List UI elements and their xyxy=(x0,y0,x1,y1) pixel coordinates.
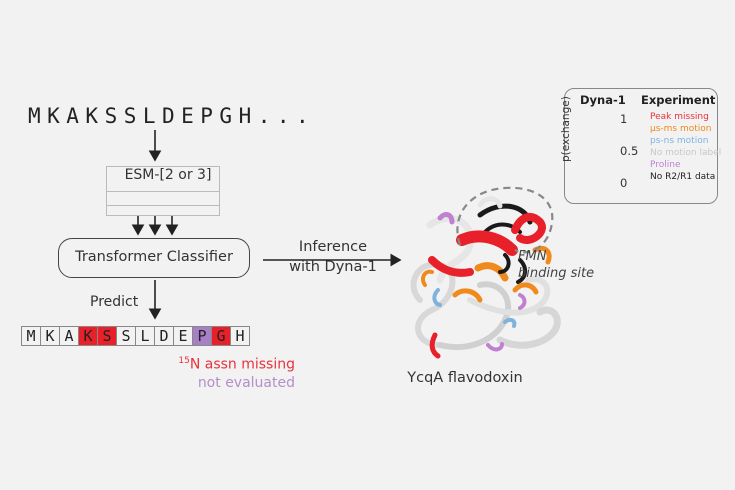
fmn-binding-site-label: FMN binding site xyxy=(518,248,594,282)
key-tick-0: 0 xyxy=(620,176,628,190)
esm-sheet-front xyxy=(106,166,220,192)
esm-label: ESM-[2 or 3] xyxy=(124,167,212,183)
sequence-cell: K xyxy=(40,326,60,346)
legend-isotope: 15 xyxy=(178,356,190,366)
key-dyna-title: Dyna-1 xyxy=(580,93,626,107)
fmn-label-line2: binding site xyxy=(518,266,595,281)
key-item: Peak missing xyxy=(650,112,709,122)
key-item: µs-ms motion xyxy=(650,124,712,134)
sequence-cell: S xyxy=(97,326,117,346)
protein-name: YcqA flavodoxin xyxy=(407,370,523,386)
inference-label-line2: with Dyna-1 xyxy=(289,259,377,275)
predict-label: Predict xyxy=(90,294,139,310)
sequence-cell: K xyxy=(78,326,98,346)
inference-label-line1: Inference xyxy=(298,239,368,255)
sequence-cell: D xyxy=(154,326,174,346)
transformer-classifier-label: Transformer Classifier xyxy=(75,249,233,265)
sequence-cell: A xyxy=(59,326,79,346)
key-panel xyxy=(564,88,718,204)
inference-label: Inference with Dyna-1 xyxy=(268,237,398,277)
legend-not-evaluated: not evaluated xyxy=(197,375,295,391)
sequence-cell: E xyxy=(173,326,193,346)
sequence-cell: H xyxy=(230,326,250,346)
input-sequence: MKAKSSLDEPGH... xyxy=(28,104,316,128)
key-tick-05: 0.5 xyxy=(620,144,639,158)
fmn-binding-site-outline xyxy=(456,186,554,254)
key-item: No motion label xyxy=(650,148,722,158)
key-item: Proline xyxy=(650,160,681,170)
key-y-axis-label: p(exchange) xyxy=(560,96,572,162)
key-item: ps-ns motion xyxy=(650,136,709,146)
sequence-cell: G xyxy=(211,326,231,346)
key-item: No R2/R1 data xyxy=(650,172,716,182)
sequence-cell: P xyxy=(192,326,212,346)
legend-missing-text: N assn missing xyxy=(189,356,295,373)
legend-assignment-missing: 15N assn missing xyxy=(100,356,295,373)
fmn-label-line1: FMN xyxy=(518,249,547,264)
key-experiment-title: Experiment xyxy=(641,93,716,107)
sequence-cell: S xyxy=(116,326,136,346)
sequence-cell: L xyxy=(135,326,155,346)
protein-structure xyxy=(410,196,561,359)
key-tick-1: 1 xyxy=(620,112,628,126)
sequence-cell: M xyxy=(21,326,41,346)
transformer-classifier-box xyxy=(58,238,250,278)
